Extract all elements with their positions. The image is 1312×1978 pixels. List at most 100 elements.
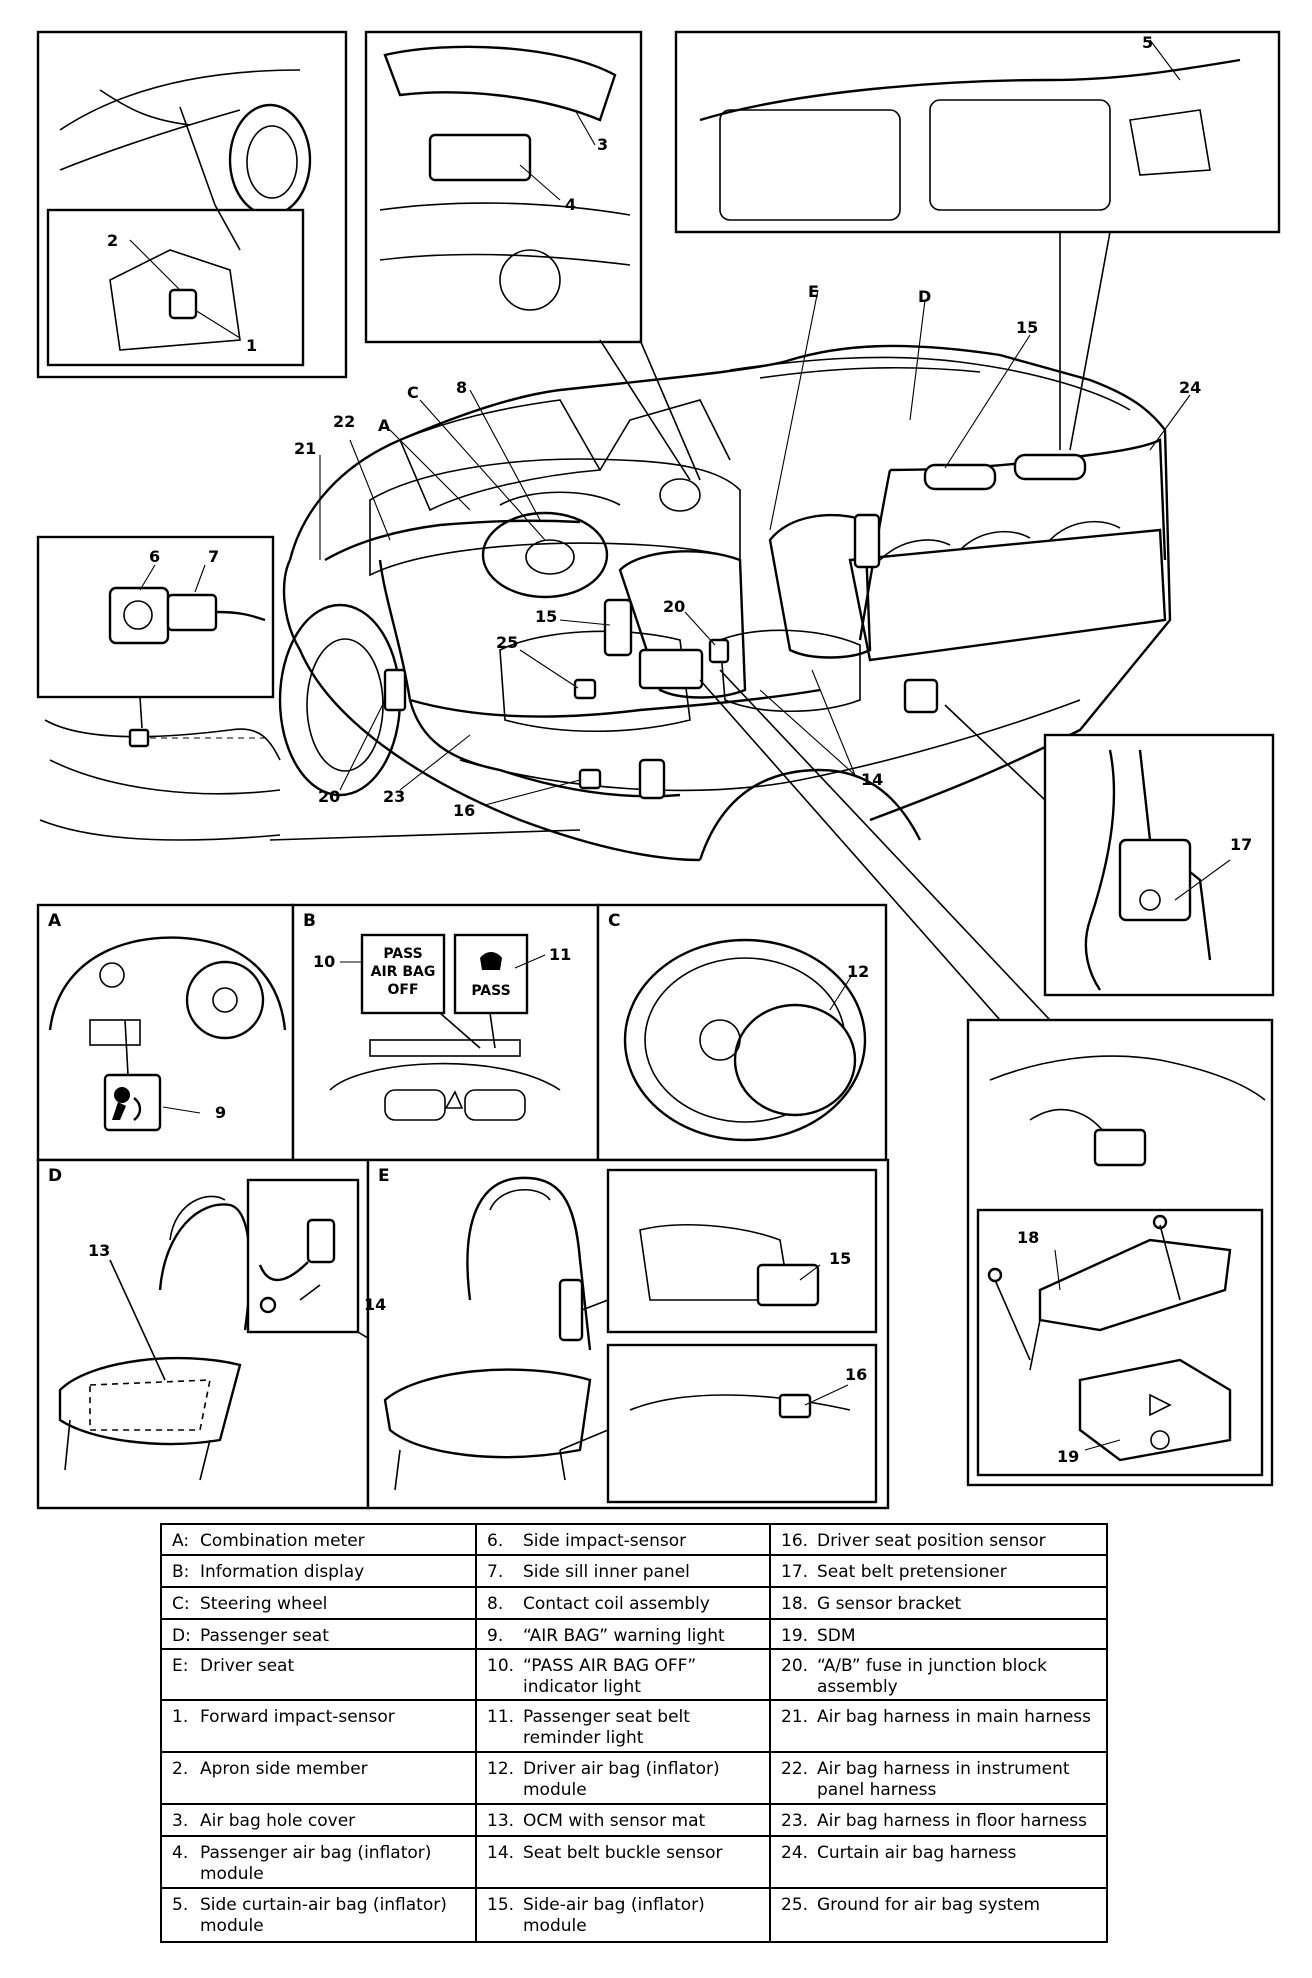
inset-side-impact-sensor [36,535,581,841]
legend-entry-number: 7. [487,1562,504,1582]
legend-entry-text: Combination meter [200,1531,365,1551]
legend-row-divider [162,1751,1106,1753]
legend-entry-text: Driver seat position sensor [817,1531,1046,1551]
legend-row-divider [162,1648,1106,1650]
legend-entry-text: Seat belt buckle sensor [523,1843,723,1863]
legend-entry: B:Information display [162,1556,475,1586]
legend-entry-number: 24. [781,1843,809,1863]
legend-entry: 21. Air bag harness in main harness [771,1701,1106,1751]
callout-6: 6 [149,547,160,566]
legend-entry-text: Contact coil assembly [523,1594,710,1614]
callout-18: 18 [1017,1228,1039,1247]
legend-entry-number: 10. [487,1656,515,1676]
legend-entry-text: Side-air bag (inflator) module [523,1895,705,1936]
legend-row-divider [162,1554,1106,1556]
legend-entry: 11. Passenger seat belt reminder light [477,1701,769,1751]
legend-row-divider [162,1618,1106,1620]
main-leader-lines [319,289,1191,806]
legend-entry-text: Side sill inner panel [523,1562,690,1582]
legend-entry-number: 14. [487,1843,515,1863]
inset-passenger-air-bag [364,30,701,481]
legend-entry-number: A: [172,1531,190,1551]
legend-row-divider [162,1887,1106,1889]
legend-entry-text: Passenger air bag (inflator) module [200,1843,432,1884]
legend-entry: 22.Air bag harness in instrument panel h… [771,1753,1106,1803]
legend-entry-number: 19. [781,1626,809,1646]
legend-entry: 18.G sensor bracket [771,1588,1106,1618]
callout-letter-a: A [378,416,391,435]
legend-entry-text: Side curtain-air bag (inflator) module [200,1895,447,1936]
legend-entry: 20. “A/B” fuse in junction block assembly [771,1650,1106,1699]
legend-entry-text: “AIR BAG” warning light [523,1626,725,1646]
panel-e-driver-seat [366,1158,890,1510]
legend-entry-text: Air bag harness in main harness [817,1707,1091,1727]
callout-5: 5 [1142,33,1153,52]
legend-entry-text: SDM [817,1626,856,1646]
legend-entry-text: Passenger seat [200,1626,329,1646]
legend-entry-number: 16. [781,1531,809,1551]
legend-entry-number: 4. [172,1843,189,1863]
callout-23: 23 [383,787,405,806]
legend-entry-number: 1. [172,1707,189,1727]
legend-entry: 13. OCM with sensor mat [477,1805,769,1835]
callout-letter-d: D [918,287,931,306]
inset-forward-impact-sensor [36,30,348,379]
legend-entry-text: “A/B” fuse in junction block assembly [817,1656,1047,1697]
callout-12: 12 [847,962,869,981]
indicator-light-text: PASS AIR BAG OFF PASS [371,946,511,999]
callout-19: 19 [1057,1447,1079,1466]
legend-entry-number: 15. [487,1895,515,1915]
legend-entry: C:Steering wheel [162,1588,475,1618]
panel-b-information-display [291,903,600,1162]
legend-entry-number: 11. [487,1707,515,1727]
legend-entry-number: C: [172,1594,190,1614]
legend-entry: 1.Forward impact-sensor [162,1701,475,1751]
callout-24: 24 [1179,378,1201,397]
legend-entry-number: 25. [781,1895,809,1915]
legend-entry: 8.Contact coil assembly [477,1588,769,1618]
legend-entry-text: “PASS AIR BAG OFF” indicator light [523,1656,697,1697]
panel-label-d: D [48,1166,62,1186]
legend-entry-number: 9. [487,1626,504,1646]
inset-side-curtain-air-bag [674,30,1281,451]
legend-entry-number: 3. [172,1811,189,1831]
legend-entry: 15. Side-air bag (inflator) module [477,1889,769,1941]
legend-entry: 3.Air bag hole cover [162,1805,475,1835]
legend-entry-number: 21. [781,1707,809,1727]
inset-sdm-g-sensor-bracket [699,669,1274,1487]
legend-entry-text: Air bag harness in instrument panel harn… [817,1759,1070,1800]
callout-25: 25 [496,633,518,652]
callout-labels: 1 2 3 4 5 6 7 8 9 10 11 12 13 14 14 15 1… [88,33,1252,1466]
legend-entry: 9. “AIR BAG” warning light [477,1620,769,1648]
callout-9: 9 [215,1103,226,1122]
legend-entry: 16. Driver seat position sensor [771,1525,1106,1554]
legend-entry: 19. SDM [771,1620,1106,1648]
legend-entry-number: E: [172,1656,189,1676]
legend-entry-number: 2. [172,1759,189,1779]
panel-c-steering-wheel [596,903,888,1162]
panel-a-combination-meter [36,903,295,1162]
legend-entry-text: OCM with sensor mat [523,1811,706,1831]
legend-entry: 25.Ground for air bag system [771,1889,1106,1941]
legend-entry-number: 5. [172,1895,189,1915]
legend-entry-number: 20. [781,1656,809,1676]
legend-row-divider [162,1835,1106,1837]
panel-label-b: B [303,911,316,931]
legend-entry-text: Seat belt pretensioner [817,1562,1007,1582]
panel-label-c: C [608,911,620,931]
callout-14-panel-d: 14 [364,1295,386,1314]
legend-entry-text: Information display [200,1562,365,1582]
callout-3: 3 [597,135,608,154]
legend-entry-number: 17. [781,1562,809,1582]
callout-20-main-left: 20 [318,787,340,806]
callout-15-main-left: 15 [535,607,557,626]
legend-entry-text: Passenger seat belt reminder light [523,1707,690,1748]
legend-entry: 12.Driver air bag (inflator) module [477,1753,769,1803]
legend-entry: 14. Seat belt buckle sensor [477,1837,769,1887]
legend-entry: 6.Side impact-sensor [477,1525,769,1554]
callout-10: 10 [313,952,335,971]
legend-entry-text: Curtain air bag harness [817,1843,1017,1863]
legend-entry-number: 13. [487,1811,515,1831]
legend-row-divider [162,1803,1106,1805]
callout-21: 21 [294,439,316,458]
